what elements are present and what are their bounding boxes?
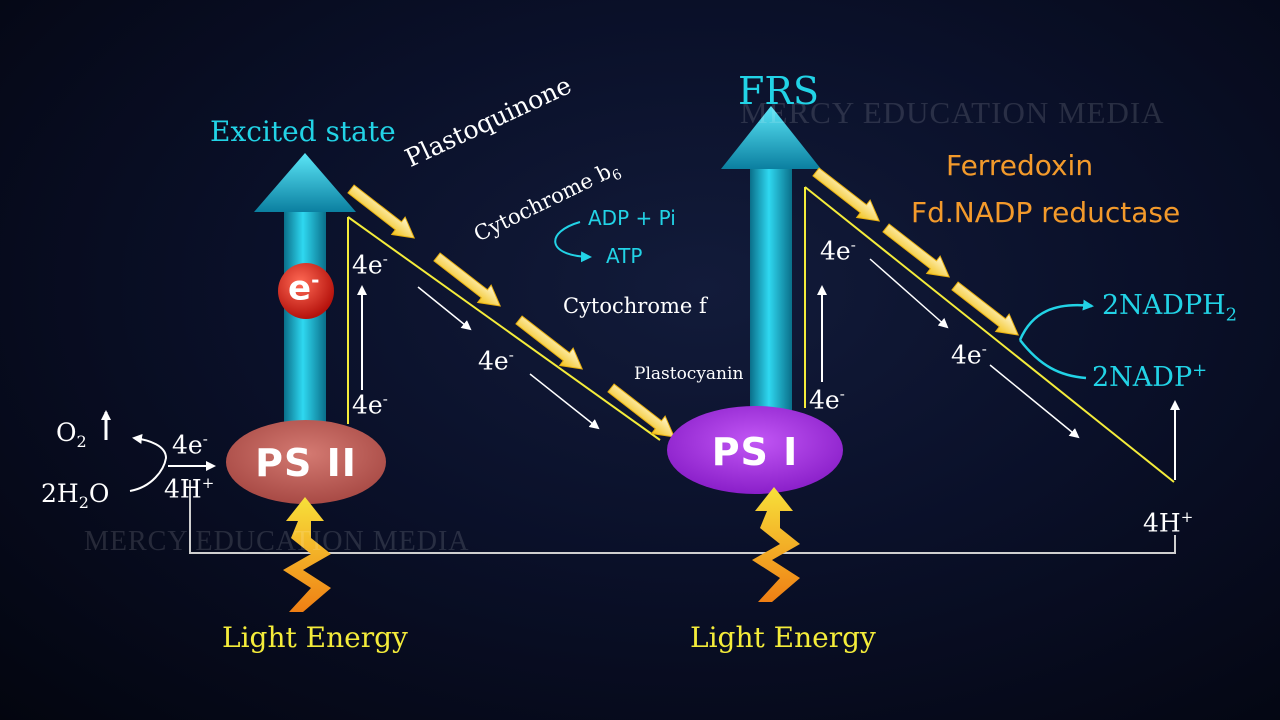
four-e-label: 4e- [478,346,514,376]
four-e-label: 4e- [951,340,987,370]
ps2-label: PS II [255,441,357,485]
ps1-complex [667,406,843,494]
watermark-top: MERCY EDUCATION MEDIA [740,95,1165,130]
water-split-curve [129,434,168,492]
adp-pi-label: ADP + Pi [588,206,676,230]
ps2-excitation-arrow [254,153,356,430]
atp-curve-arrow [554,221,592,263]
fd-nadp-reductase-label: Fd.NADP reductase [911,196,1181,229]
electron-ball [278,263,334,319]
ps1-excitation-arrow [721,106,821,410]
ps2-complex [226,420,386,504]
nadph-curve-arrow [1018,299,1094,341]
light-bolt-ps1 [752,487,800,602]
ps1-energy-triangle [804,186,1175,483]
four-h-label: 4H+ [1143,508,1194,538]
atp-label: ATP [606,244,643,268]
ps1-label: PS I [711,430,799,474]
four-e-label: 4e- [352,250,388,280]
carrier-arrows [347,167,1020,438]
nadph2-label: 2NADPH2 [1102,290,1238,326]
four-e-label: 4e- [172,430,208,460]
cytochrome-f-label: Cytochrome f [563,294,707,318]
excited-state-label: Excited state [210,115,396,148]
frs-label: FRS [738,69,820,113]
four-e-label: 4e- [809,385,845,415]
water-label: 2H2O [41,479,110,512]
four-e-label: 4e- [352,390,388,420]
light-energy-label-ps2: Light Energy [222,621,408,654]
ps2-energy-triangle [347,216,661,441]
oxygen-label: O2 [56,418,87,451]
nadp-label: 2NADP+ [1092,360,1208,393]
nadp-curve-line [1019,339,1087,380]
four-h-label: 4H+ [164,474,215,504]
proton-baseline [189,480,1176,554]
four-e-label: 4e- [820,236,856,266]
electron-flow-arrows [417,258,1080,439]
plastocyanin-label: Plastocyanin [634,364,744,384]
light-bolt-ps2 [283,497,331,612]
light-energy-label-ps1: Light Energy [690,621,876,654]
electron-label: e- [288,268,320,309]
watermark-bottom: MERCY EDUCATION MEDIA [84,526,470,557]
ferredoxin-label: Ferredoxin [946,149,1094,182]
